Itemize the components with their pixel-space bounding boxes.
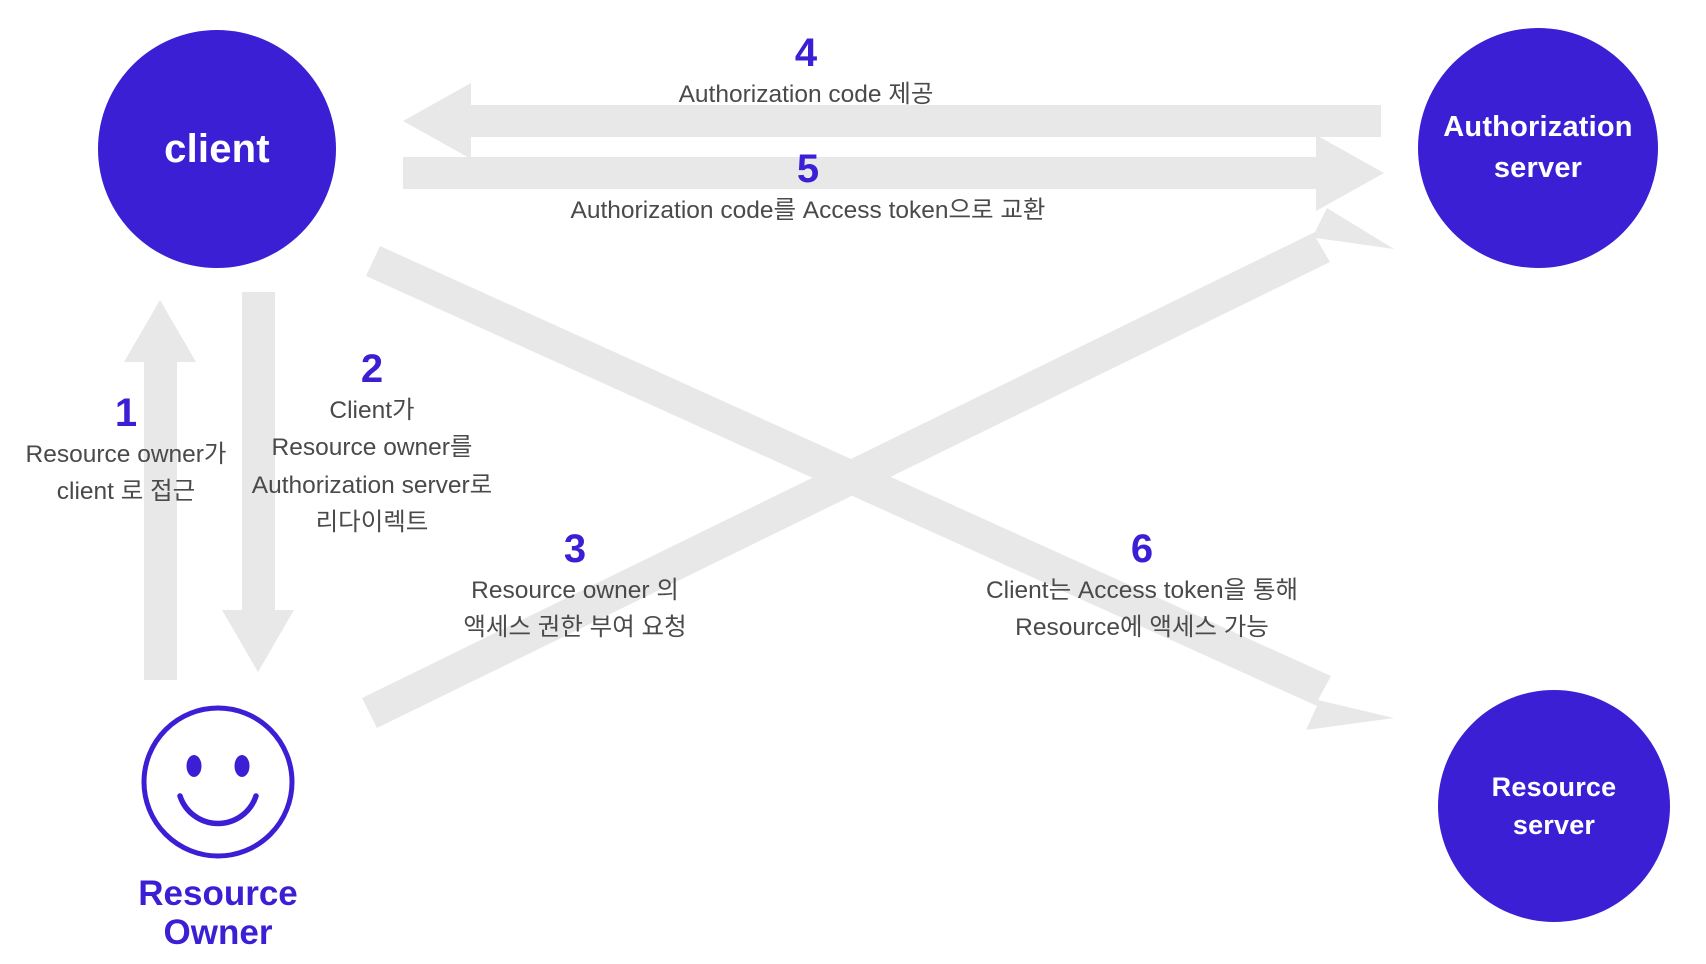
node-resource-server[interactable]: Resource server: [1438, 690, 1670, 922]
step-text-3: Resource owner 의 액세스 권한 부여 요청: [463, 577, 687, 642]
step-number-4: 4: [794, 31, 818, 75]
node-authorization-server[interactable]: Authorization server: [1418, 28, 1658, 268]
node-resource-owner-label: Resource Owner: [138, 874, 298, 953]
arrow-step-2: [222, 292, 294, 672]
arrow-step-3: [362, 208, 1394, 728]
step-number-1: 1: [114, 391, 138, 435]
step-number-6: 6: [1130, 527, 1154, 571]
arrow-step-5: [403, 135, 1384, 211]
step-label-1: 1 Resource owner가 client 로 접근: [0, 392, 260, 511]
node-resource-owner[interactable]: Resource Owner: [118, 702, 318, 952]
step-label-4: 4 Authorization code 제공: [622, 32, 990, 113]
node-resource-server-label-line1: Resource: [1491, 771, 1617, 802]
step-text-5: Authorization code를 Access token으로 교환: [570, 197, 1046, 224]
node-authorization-server-label-line2: server: [1493, 152, 1583, 184]
node-authorization-server-label-line1: Authorization: [1443, 110, 1633, 143]
step-text-1: Resource owner가 client 로 접근: [25, 441, 227, 506]
arrow-step-4: [403, 83, 1381, 159]
step-number-5: 5: [796, 147, 820, 191]
smiley-face-icon: [141, 705, 295, 859]
arrow-step-1: [124, 300, 196, 680]
step-label-3: 3 Resource owner 의 액세스 권한 부여 요청: [430, 528, 720, 647]
node-client[interactable]: client: [98, 30, 336, 268]
step-text-2: Client가 Resource owner를 Authorization se…: [251, 397, 493, 537]
node-resource-server-label-line2: server: [1512, 810, 1596, 840]
step-number-3: 3: [563, 527, 587, 571]
step-number-2: 2: [360, 347, 384, 391]
step-label-5: 5 Authorization code를 Access token으로 교환: [544, 148, 1072, 229]
step-text-4: Authorization code 제공: [678, 81, 934, 108]
step-text-6: Client는 Access token을 통해 Resource에 액세스 가…: [985, 577, 1299, 642]
arrow-step-6: [366, 246, 1394, 730]
node-client-label: client: [164, 126, 270, 171]
step-label-2: 2 Client가 Resource owner를 Authorization …: [222, 348, 522, 542]
step-label-6: 6 Client는 Access token을 통해 Resource에 액세스…: [942, 528, 1342, 647]
